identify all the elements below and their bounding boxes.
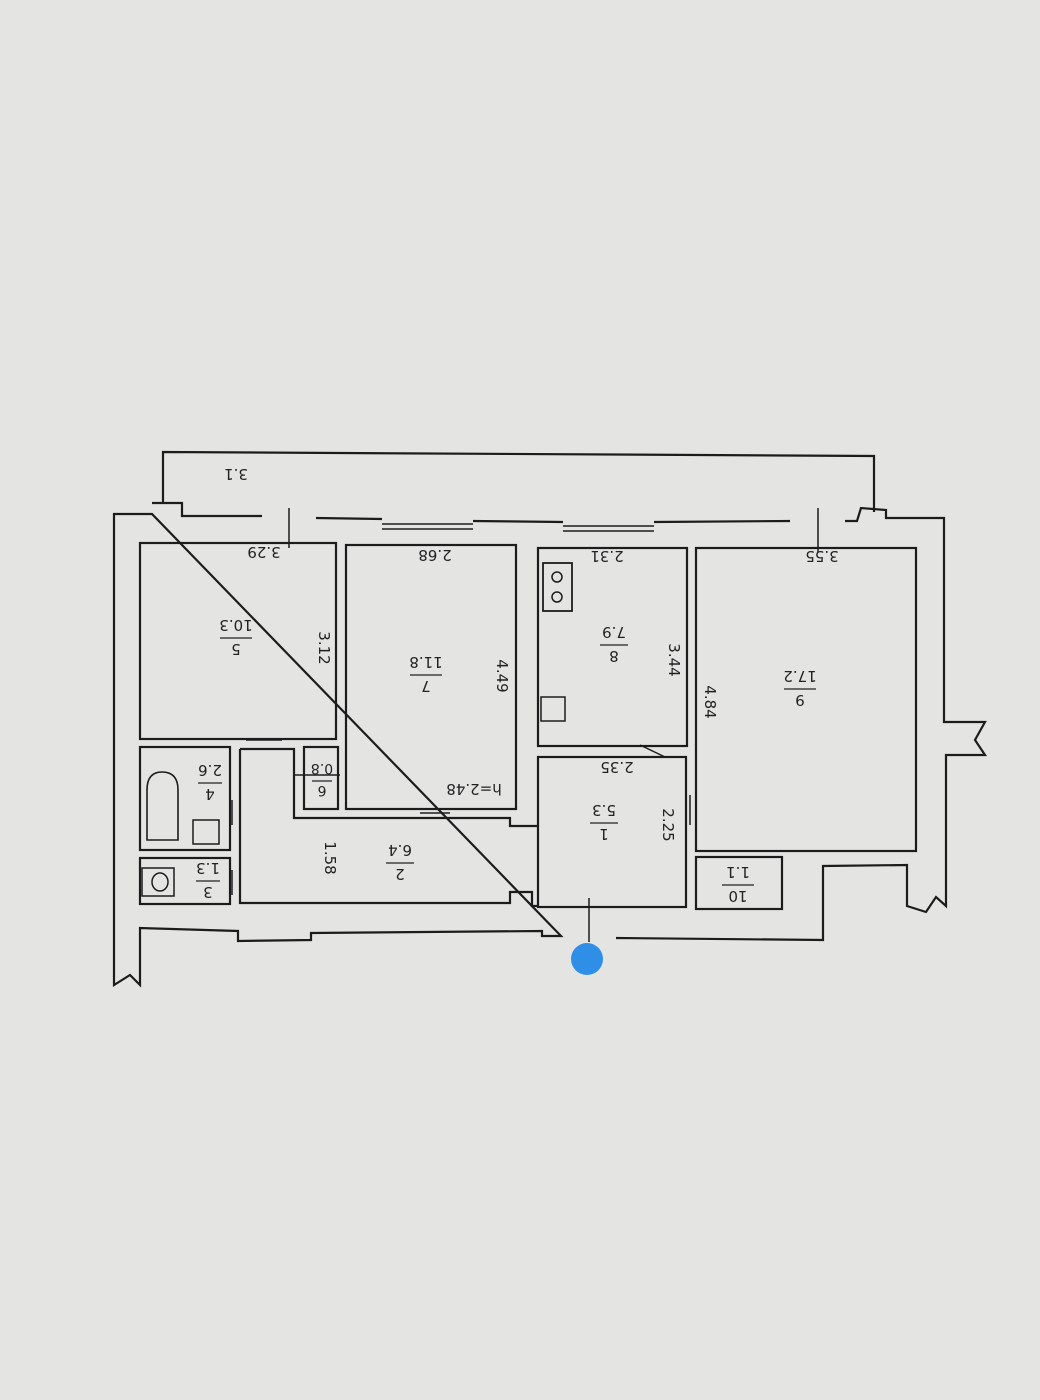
toilet-bowl	[151, 872, 169, 892]
room-5-depth: 3.12	[315, 631, 333, 664]
corridor-outline	[238, 747, 538, 908]
bathtub-outline	[146, 771, 179, 841]
room-4-number: 4	[205, 785, 215, 803]
room-9-area: 17.2	[783, 667, 816, 685]
room-9-depth: 4.84	[701, 685, 719, 718]
room-10-area: 1.1	[726, 863, 750, 881]
room-6-number: 6	[317, 782, 326, 798]
ceiling-height: h=2.48	[446, 780, 501, 798]
room-3-number: 3	[203, 883, 213, 901]
blue-marker	[571, 943, 603, 975]
room-8-number: 8	[609, 647, 619, 665]
room-7-number: 7	[421, 677, 431, 695]
room-1-depth: 2.25	[659, 808, 677, 841]
room-2-number: 2	[395, 865, 405, 883]
room-5-outline	[138, 541, 338, 741]
room-7-outline	[344, 543, 518, 811]
room-4-area: 2.6	[198, 761, 222, 779]
room-3-area: 1.3	[196, 859, 220, 877]
room-9-width: 3.55	[805, 547, 838, 565]
balcony-outline	[161, 450, 876, 512]
stove-burner-bottom	[551, 591, 563, 603]
room-6-area: 0.8	[311, 760, 333, 776]
room-4-outline	[138, 745, 232, 852]
room-5-number: 5	[231, 640, 241, 658]
stove-outline	[542, 562, 573, 612]
room-6-outline	[302, 745, 340, 811]
room-10-outline	[694, 855, 784, 911]
window-marks	[382, 523, 654, 532]
room-labels: 5 10.3 7 11.8 8 7.9 9 17.2 1 5.3 2 6.4	[196, 616, 817, 905]
room-2-area: 6.4	[388, 841, 412, 859]
corridor-width: 1.58	[321, 841, 339, 874]
room-7-width: 2.68	[418, 546, 451, 564]
toilet-outline	[141, 867, 175, 897]
room-1-area: 5.3	[592, 801, 616, 819]
room-9-number: 9	[795, 691, 805, 709]
dimension-labels: 3.1 3.29 2.68 2.31 3.55 3.12 4.49 3.44 4…	[224, 465, 839, 875]
room-8-depth: 3.44	[665, 643, 683, 676]
sink-outline	[540, 696, 566, 722]
washbasin-outline	[192, 819, 220, 845]
door-marks	[231, 508, 819, 942]
outer-wall-outline	[112, 501, 988, 988]
room-8-outline	[536, 546, 689, 748]
room-3-outline	[138, 856, 232, 906]
room-7-area: 11.8	[409, 653, 442, 671]
stove-burner-top	[551, 571, 563, 583]
room-1-outline	[536, 755, 688, 909]
room-10-number: 10	[728, 887, 747, 905]
room-9-outline	[694, 546, 918, 853]
room-8-width: 2.31	[590, 547, 623, 565]
room-1-number: 1	[599, 825, 609, 843]
room-5-area: 10.3	[219, 616, 252, 634]
balcony-length: 3.1	[224, 465, 248, 483]
room-1-width: 2.35	[600, 758, 633, 776]
room-5-width: 3.29	[247, 543, 280, 561]
room-8-area: 7.9	[602, 623, 626, 641]
room-7-depth: 4.49	[493, 659, 511, 692]
